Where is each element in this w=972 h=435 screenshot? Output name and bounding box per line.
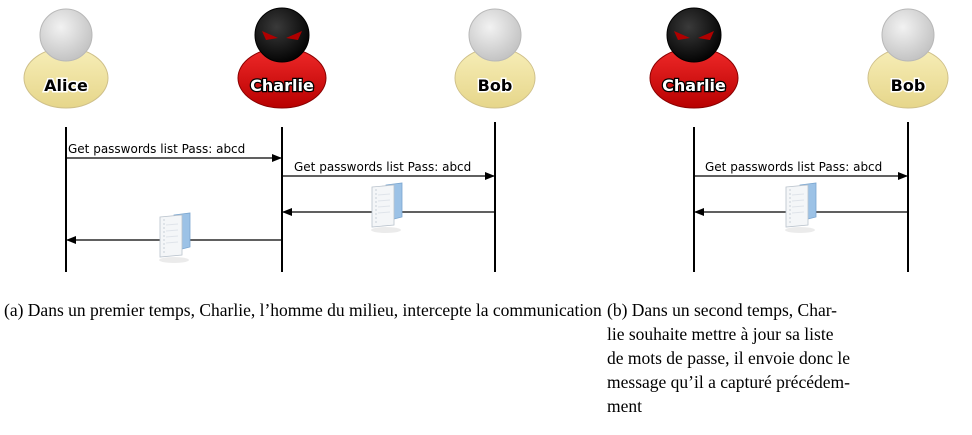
actor-charlie: Charlie [237,7,327,109]
actor-name: Bob [478,76,513,95]
document-icon [784,182,817,234]
person-icon [23,8,109,109]
message-label: Get passwords list Pass: abcd [705,160,882,174]
actor-charlie-b: Charlie [649,7,739,109]
caption-line: de mots de passe, il envoie donc le [607,348,850,368]
actor-name: Alice [44,76,88,95]
person-icon [867,8,949,109]
actor-name: Charlie [250,76,314,95]
actor-name: Bob [891,76,926,95]
person-icon [454,8,536,109]
document-icon [370,182,403,234]
caption-panel-b: (b) Dans un second temps, Char- lie souh… [607,298,967,418]
caption-line: lie souhaite mettre à jour sa liste [607,324,834,344]
caption-line: ment [607,396,642,416]
actor-bob-b: Bob [867,8,949,109]
masked-attacker-icon [649,7,739,109]
caption-line: message qu’il a capturé précédem- [607,372,850,392]
caption-panel-a: (a) Dans un premier temps, Charlie, l’ho… [4,300,602,320]
message-label: Get passwords list Pass: abcd [294,160,471,174]
caption-line: (b) Dans un second temps, Char- [607,300,838,320]
actor-alice: Alice [23,8,109,109]
actor-name: Charlie [662,76,726,95]
message-label: Get passwords list Pass: abcd [68,142,245,156]
document-icon [158,212,191,264]
actor-bob: Bob [454,8,536,109]
sequence-diagrams: Alice Charlie Bob Get passwords list Pas… [23,7,949,272]
masked-attacker-icon [237,7,327,109]
